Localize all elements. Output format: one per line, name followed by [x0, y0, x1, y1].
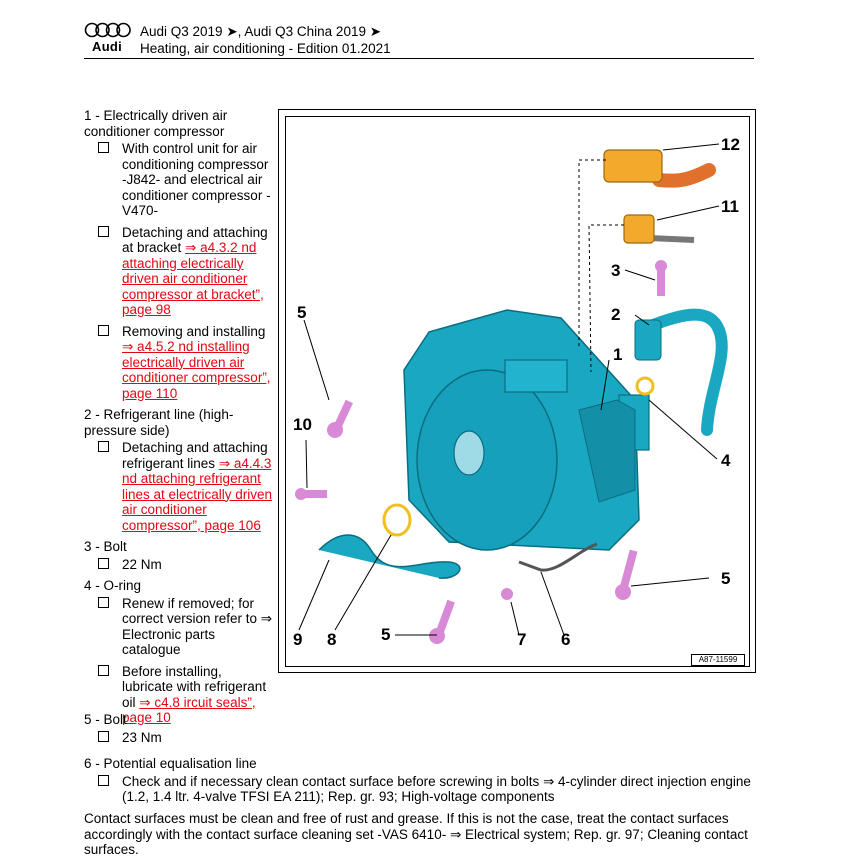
item-title: 3 - Bolt	[84, 539, 127, 554]
sub-bullet: Detaching and attaching at bracket ⇒ a4.…	[84, 225, 274, 318]
reference-link[interactable]: ⇒ a4.4.3 nd attaching refrigerant lines …	[122, 455, 273, 533]
audi-rings-icon	[84, 22, 131, 38]
checkbox-bullet-icon	[98, 596, 109, 608]
potential-equalisation-line	[518, 542, 598, 572]
part-number-8: 8	[327, 630, 336, 649]
figure-code: A87-11599	[691, 654, 745, 666]
compressor-body	[403, 309, 650, 551]
checkbox-bullet-icon	[98, 774, 109, 786]
sub-bullet: Before installing, lubricate with refrig…	[84, 664, 274, 726]
checkbox-bullet-icon	[98, 557, 109, 569]
refrigerant-line-high-pressure	[639, 308, 728, 436]
item-title: 5 - Bolt	[84, 712, 127, 727]
line-fitting	[634, 319, 662, 361]
part-number-3: 3	[611, 261, 620, 280]
sub-text: Detaching and attaching refrigerant line…	[122, 440, 268, 471]
part-number-9: 9	[293, 630, 302, 649]
bolt-item-5-top	[327, 399, 353, 438]
high-voltage-connector	[603, 149, 716, 188]
checkbox-bullet-icon	[98, 441, 109, 452]
part-number-5-right: 5	[721, 569, 730, 588]
refrigerant-line-suction	[318, 534, 461, 579]
legend-column: 1 - Electrically driven air conditioner …	[84, 108, 274, 732]
sub-bullet: Detaching and attaching refrigerant line…	[84, 440, 274, 533]
checkbox-bullet-icon	[98, 324, 109, 336]
bolt-item-3	[655, 260, 667, 296]
compressor-illustration: 12 11 3 2 1 4 5 10 5 9 8 5 7 6	[293, 135, 740, 649]
sub-bullet: Renew if removed; for correct version re…	[84, 596, 274, 658]
part-number-5-top: 5	[297, 303, 306, 322]
header-divider	[84, 58, 754, 59]
legend-item-4: 4 - O-ring Renew if removed; for correct…	[84, 578, 274, 726]
reference-link[interactable]: ⇒ c4.8 ircuit seals”, page 10	[122, 694, 256, 726]
sub-bullet: Removing and installing ⇒ a4.5.2 nd inst…	[84, 324, 274, 402]
legend-item-1: 1 - Electrically driven air conditioner …	[84, 108, 274, 401]
part-number-4: 4	[721, 451, 731, 470]
legend-item-5: 5 - Bolt 23 Nm	[84, 712, 754, 751]
part-number-11: 11	[721, 197, 739, 216]
sub-text: Renew if removed; for correct version re…	[122, 595, 273, 658]
part-number-2: 2	[611, 305, 620, 324]
checkbox-bullet-icon	[98, 664, 109, 676]
sub-text: Removing and installing	[122, 323, 266, 339]
o-ring-item-4	[635, 376, 655, 396]
reference-link[interactable]: ⇒ a4.3.2 nd attaching electrically drive…	[122, 240, 264, 317]
bolt-item-7	[501, 588, 513, 600]
sub-text: With control unit for air conditioning c…	[122, 141, 271, 218]
sub-text: Detaching and attaching at bracket	[122, 224, 268, 256]
part-number-10: 10	[293, 415, 312, 434]
item-title: 6 - Potential equalisation line	[84, 756, 257, 771]
contact-surface-note: Contact surfaces must be clean and free …	[84, 811, 748, 857]
part-number-5-bottom: 5	[381, 625, 390, 644]
sub-text: 22 Nm	[122, 556, 162, 572]
low-voltage-connector	[623, 214, 695, 244]
sub-text: 23 Nm	[122, 729, 162, 745]
sub-bullet: 23 Nm	[84, 730, 754, 746]
exploded-view-figure: 12 11 3 2 1 4 5 10 5 9 8 5 7 6 A87-11599	[278, 109, 756, 673]
audi-logo-text: Audi	[92, 39, 123, 54]
checkbox-bullet-icon	[98, 730, 109, 742]
bolt-item-10	[295, 488, 327, 500]
reference-link[interactable]: ⇒ a4.5.2 nd installing electrically driv…	[122, 339, 271, 401]
bolt-item-5-bottom	[429, 599, 455, 644]
sub-text: Before installing, lubricate with refrig…	[122, 663, 267, 710]
page-header: Audi Audi Q3 2019 ➤, Audi Q3 China 2019 …	[84, 22, 754, 60]
leader-lines	[298, 143, 720, 636]
figure-inner-frame	[285, 116, 750, 667]
sub-text: Check and if necessary clean contact sur…	[122, 773, 751, 805]
header-manual-line: Heating, air conditioning - Edition 01.2…	[140, 41, 391, 56]
checkbox-bullet-icon	[98, 225, 109, 237]
audi-logo: Audi	[84, 22, 132, 56]
sub-bullet: With control unit for air conditioning c…	[84, 141, 274, 219]
legend-item-3: 3 - Bolt 22 Nm	[84, 539, 274, 572]
part-number-1: 1	[613, 345, 622, 364]
checkbox-bullet-icon	[98, 142, 109, 153]
item-title: 4 - O-ring	[84, 578, 142, 593]
sub-bullet: Check and if necessary clean contact sur…	[84, 774, 754, 805]
legend-item-2: 2 - Refrigerant line (high-pressure side…	[84, 407, 274, 533]
header-model-line: Audi Q3 2019 ➤, Audi Q3 China 2019 ➤	[140, 24, 382, 39]
part-number-12: 12	[721, 135, 740, 154]
bolt-item-5-right	[615, 549, 638, 600]
part-number-6: 6	[561, 630, 570, 649]
o-ring-item-8	[382, 503, 412, 537]
item-title: 1 - Electrically driven air conditioner …	[84, 108, 228, 139]
part-number-7: 7	[517, 630, 526, 649]
legend-item-6: 6 - Potential equalisation line Check an…	[84, 756, 754, 811]
item-title: 2 - Refrigerant line (high-pressure side…	[84, 407, 234, 438]
sub-bullet: 22 Nm	[84, 557, 274, 573]
